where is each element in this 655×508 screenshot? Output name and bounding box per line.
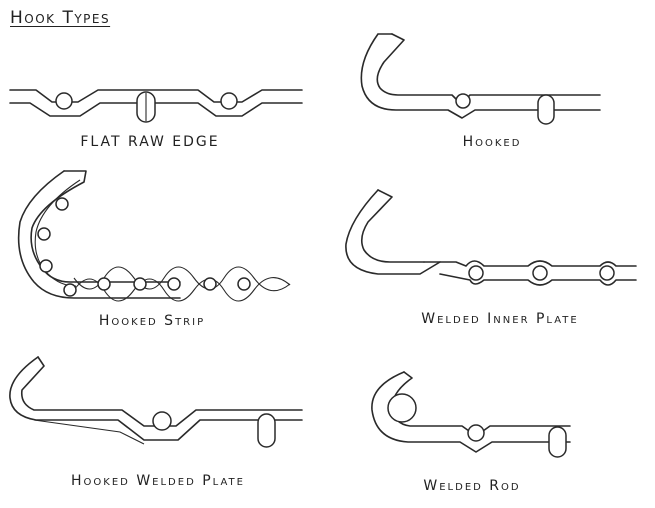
- hooked-welded-plate-bottom: [9, 356, 303, 441]
- label-hooked-welded-plate: Hooked Welded Plate: [71, 473, 245, 489]
- flat-raw-edge-plate-top: [9, 89, 303, 103]
- hooked-strip-drawing: [17, 170, 291, 302]
- welded-inner-plate-top: [423, 260, 637, 267]
- flat-raw-edge-wire: [55, 92, 73, 110]
- hooked-strip-wire: [39, 259, 53, 273]
- hooked-strip-wire: [63, 283, 77, 297]
- hooked-plate-outline: [376, 33, 601, 105]
- hooked-strip-inner-hook: [17, 170, 181, 299]
- hooked-welded-plate-hook: [20, 356, 303, 427]
- hooked-rod: [537, 94, 555, 125]
- flat-raw-edge-plate-bottom: [9, 102, 303, 117]
- label-hooked: Hooked: [462, 134, 522, 150]
- hooked-welded-plate-rod: [257, 413, 276, 448]
- welded-inner-plate-hook-inner: [345, 189, 441, 275]
- welded-rod-drawing: [371, 371, 571, 458]
- hooked-strip-wire: [97, 277, 111, 291]
- hooked-strip-wire: [37, 227, 51, 241]
- hooked-strip-inner-wire: [34, 179, 81, 287]
- hooked-plate-inner: [360, 33, 601, 119]
- welded-inner-plate-wire: [599, 265, 615, 281]
- welded-rod-rod: [548, 426, 567, 458]
- label-welded-rod: Welded Rod: [423, 478, 521, 494]
- label-hooked-strip: Hooked Strip: [98, 313, 206, 329]
- hooked-wire: [455, 93, 471, 109]
- hooked-strip-wave: [73, 277, 291, 302]
- flat-raw-edge-wire: [220, 92, 238, 110]
- hooked-strip-wave: [73, 266, 291, 292]
- hooked-welded-plate-drawing: [9, 356, 303, 448]
- hooked-strip-wire: [55, 197, 69, 211]
- hooked-strip-outer-hook: [30, 170, 181, 283]
- hooked-welded-plate-wire: [152, 411, 172, 431]
- diagram-title: Hook Types: [10, 8, 111, 28]
- welded-rod-wire: [467, 424, 485, 442]
- hooked-strip-wire: [133, 277, 147, 291]
- welded-inner-plate-bottom: [439, 273, 637, 286]
- welded-inner-plate-wire: [468, 265, 484, 281]
- welded-rod-hook-outer: [371, 371, 571, 453]
- hooked-strip-wire: [203, 277, 217, 291]
- welded-rod-rolled-wire: [387, 393, 417, 423]
- hooked-welded-plate-inner: [33, 419, 145, 445]
- flat-raw-edge-drawing: [9, 89, 303, 123]
- label-flat-raw-edge: FLAT RAW EDGE: [80, 134, 220, 150]
- label-welded-inner-plate: Welded Inner Plate: [421, 311, 579, 327]
- welded-inner-plate-wire: [532, 265, 548, 281]
- welded-inner-plate-hook: [360, 189, 425, 263]
- hooked-strip-wire: [237, 277, 251, 291]
- hooked-strip-wire: [167, 277, 181, 291]
- hooked-drawing: [360, 33, 601, 125]
- welded-inner-plate-drawing: [345, 189, 637, 286]
